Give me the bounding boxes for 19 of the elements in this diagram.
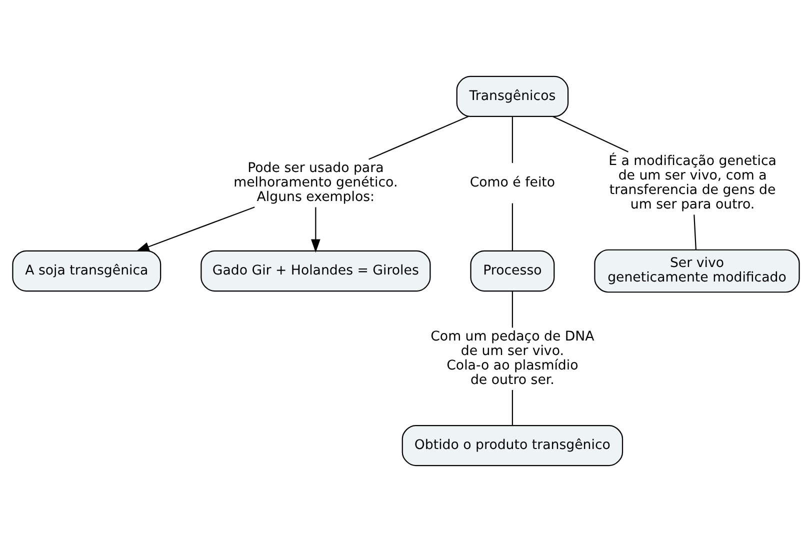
node-box: Ser vivo geneticamente modificado [594,248,800,292]
connector [552,116,628,152]
node-box: Processo [470,250,555,292]
node-text: Pode ser usado para melhoramento genético. Alguns exemplos: [234,160,398,205]
node-box: A soja transgênica [12,250,162,292]
node-box: Gado Gir + Holandes = Giroles [200,250,431,292]
connector [512,116,513,162]
arrow [136,206,255,251]
node-text: É a modificação genetica de um ser vivo, com a transferencia de gens de um ser para outro. [608,153,776,212]
node-text: Como é feito [470,175,556,190]
connector [512,389,513,425]
connector [512,202,513,250]
node-box: Obtido o produto transgênico [402,424,624,466]
arrow [311,206,320,252]
connector [512,290,513,328]
node-box: Transgênicos [456,75,569,117]
connector [694,214,696,249]
node-text: Com um pedaço de DNA de um ser vivo. Cola-o ao plasmídio de outro ser. [430,329,594,388]
connector [368,116,468,160]
